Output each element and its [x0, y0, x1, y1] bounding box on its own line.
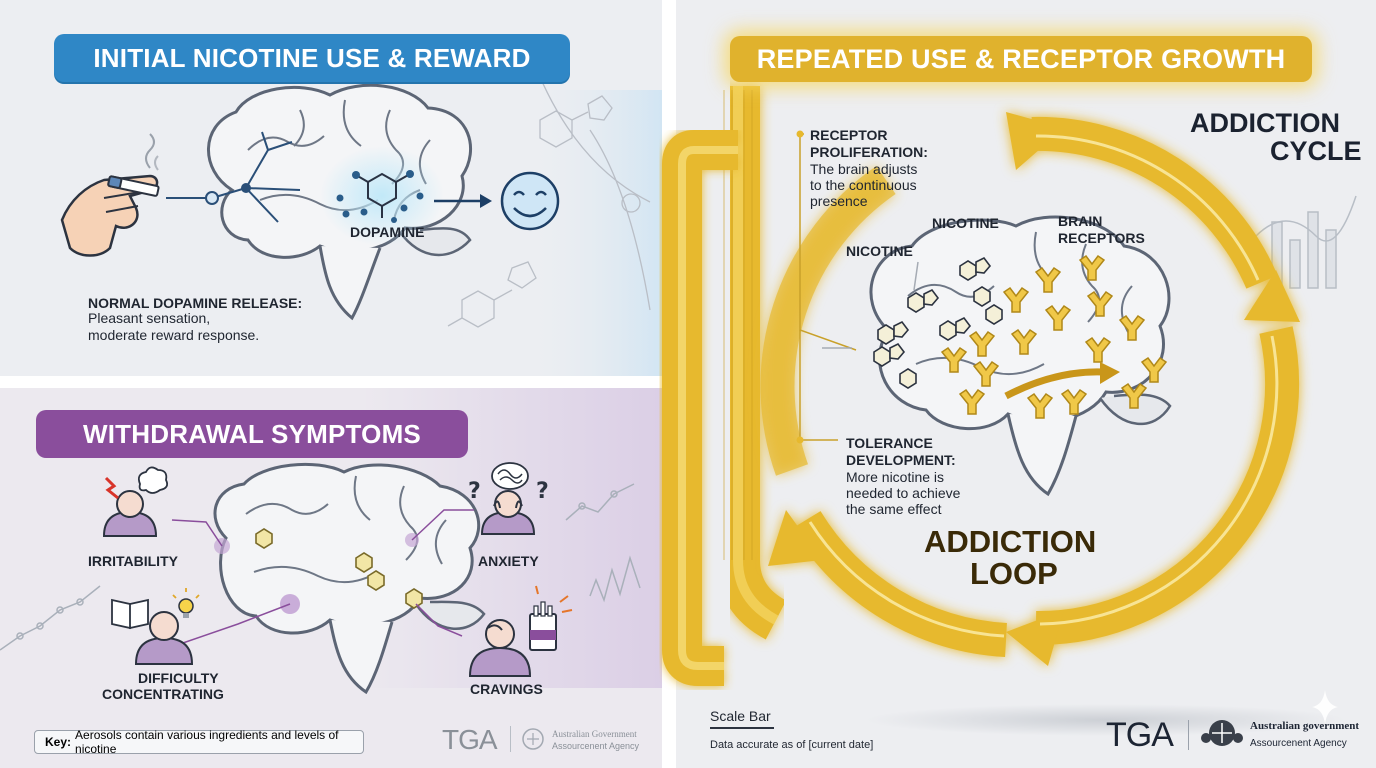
gov-line2-left: Assourcenent Agency [552, 741, 640, 751]
cycle-arrows [760, 112, 1300, 666]
receptor-icon [940, 254, 1168, 419]
initial-illustration [60, 51, 662, 376]
addiction-cycle-line2: CYCLE [1270, 136, 1362, 166]
initial-banner: INITIAL NICOTINE USE & REWARD [54, 34, 570, 82]
withdrawal-illustration: ? ? [0, 462, 641, 695]
proliferation-line3: presence [810, 193, 868, 209]
cravings-person-icon [468, 585, 573, 677]
nicotine-molecule-icon [873, 256, 1003, 389]
tolerance-line3: the same effect [846, 501, 942, 517]
receptors-label-2: RECEPTORS [1058, 230, 1145, 246]
cigarette-pack-icon [529, 585, 573, 651]
withdrawal-banner: WITHDRAWAL SYMPTOMS [36, 410, 468, 458]
smiley-icon [500, 171, 560, 231]
proliferation-heading-1: RECEPTOR [810, 127, 888, 143]
horizontal-divider [0, 376, 662, 388]
tolerance-line2: needed to achieve [846, 485, 961, 501]
gov-line1-right: Australian government [1250, 720, 1360, 732]
irritability-person-icon [102, 466, 169, 537]
addiction-cycle-line1: ADDICTION [1190, 108, 1340, 138]
tolerance-line1: More nicotine is [846, 469, 945, 485]
repeated-banner: REPEATED USE & RECEPTOR GROWTH [730, 36, 1312, 82]
proliferation-heading-2: PROLIFERATION: [810, 144, 928, 160]
proliferation-line1: The brain adjusts [810, 161, 918, 177]
tga-logo-right: TGA [1106, 716, 1174, 754]
scale-bar-label: Scale Bar [710, 708, 771, 724]
cravings-label: CRAVINGS [470, 681, 543, 697]
key-text: Aerosols contain various ingredients and… [75, 728, 339, 756]
gov-line2-right: Assourcenent Agency [1250, 738, 1347, 749]
receptors-label-1: BRAIN [1058, 213, 1103, 229]
anxiety-person-icon: ? ? [468, 462, 549, 535]
gov-crest-icon-right [1201, 720, 1243, 746]
anxiety-label: ANXIETY [478, 553, 539, 569]
release-line2: moderate reward response. [88, 327, 260, 343]
dopamine-label: DOPAMINE [350, 224, 425, 240]
brain-icon [213, 462, 486, 695]
svg-text:?: ? [468, 479, 481, 504]
gov-line1-left: Australian Government [552, 729, 637, 739]
irritability-label: IRRITABILITY [88, 553, 178, 569]
hand-cigarette-icon [60, 133, 160, 257]
proliferation-line2: to the continuous [810, 177, 917, 193]
difficulty-label-2: CONCENTRATING [102, 686, 224, 702]
sparkle-icon [1312, 690, 1338, 724]
difficulty-person-icon [111, 588, 200, 665]
key-box: Key: Aerosols contain various ingredient… [34, 728, 364, 756]
scale-bar [710, 727, 774, 729]
lightbulb-icon [172, 588, 200, 618]
gold-pipe [716, 86, 788, 640]
tga-logo-left: TGA [442, 724, 498, 755]
bridge-pipe [662, 130, 738, 686]
withdrawal-panel: ? ? [0, 388, 662, 768]
key-label: Key: [45, 735, 72, 749]
release-line1: Pleasant sensation, [88, 310, 211, 326]
book-icon [111, 598, 149, 630]
addiction-cycle-illustration [716, 86, 1357, 736]
addiction-loop-line1: ADDICTION [924, 524, 1097, 559]
difficulty-label-1: DIFFICULTY [138, 670, 219, 686]
addiction-loop-line2: LOOP [970, 556, 1058, 591]
nicotine-label-left: NICOTINE [846, 243, 913, 259]
nicotine-label-top: NICOTINE [932, 215, 999, 231]
tolerance-heading-1: TOLERANCE [846, 435, 933, 451]
repeated-use-panel [676, 0, 1376, 768]
svg-text:?: ? [536, 479, 549, 504]
gov-crest-icon [522, 728, 544, 750]
data-note: Data accurate as of [current date] [710, 739, 874, 751]
release-heading: NORMAL DOPAMINE RELEASE: [88, 295, 303, 311]
tolerance-heading-2: DEVELOPMENT: [846, 452, 956, 468]
